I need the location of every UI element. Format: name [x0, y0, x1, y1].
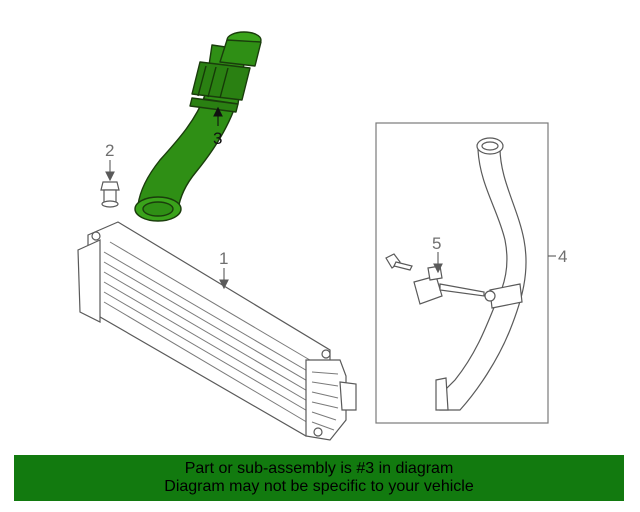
parts-diagram: 1 2 3 4 5 — [77, 31, 567, 441]
hose-rib — [197, 65, 207, 97]
banner-line-2: Diagram may not be specific to your vehi… — [164, 478, 474, 495]
intercooler-fins — [103, 241, 321, 425]
intercooler-left-tank — [77, 239, 101, 323]
part-3-hose[interactable] — [134, 31, 262, 222]
mount-hole — [91, 231, 101, 241]
hose-collar — [191, 61, 251, 101]
sensor-bolt-shank — [393, 261, 413, 271]
pipe-top-inner — [481, 141, 499, 151]
mount-hole — [313, 427, 323, 437]
part-4-group-box — [375, 122, 549, 424]
intercooler-body — [87, 221, 331, 437]
hose-rib — [207, 66, 217, 98]
callout-4: 4 — [558, 247, 567, 266]
hose-top-neck — [219, 39, 262, 67]
part-4-pipe[interactable] — [435, 137, 527, 411]
pipe-body — [439, 147, 527, 411]
callout-2: 2 — [105, 141, 114, 160]
intercooler-outlet — [339, 381, 357, 411]
bolt-washer — [101, 200, 119, 208]
info-banner: Part or sub-assembly is #3 in diagram Di… — [14, 455, 624, 501]
pipe-bottom-end — [435, 377, 449, 411]
pipe-clamp — [489, 283, 523, 309]
callout-3: 3 — [213, 129, 222, 148]
sensor-probe — [439, 283, 485, 297]
callout-1: 1 — [219, 249, 228, 268]
sensor-body — [413, 275, 443, 305]
leader-lines — [105, 106, 556, 290]
part-5-sensor[interactable] — [385, 253, 485, 305]
bolt-head — [100, 181, 120, 191]
part-2-bolt[interactable] — [100, 181, 120, 208]
mount-hole — [321, 349, 331, 359]
pipe-sensor-port — [484, 290, 496, 302]
hose-body — [137, 94, 237, 211]
hose-bottom-inner — [142, 201, 174, 217]
part-1-intercooler[interactable] — [77, 221, 357, 441]
banner-line-1: Part or sub-assembly is #3 in diagram — [184, 460, 454, 477]
hose-clamp — [189, 97, 239, 113]
hose-rib — [219, 67, 229, 99]
callout-5: 5 — [432, 234, 441, 253]
